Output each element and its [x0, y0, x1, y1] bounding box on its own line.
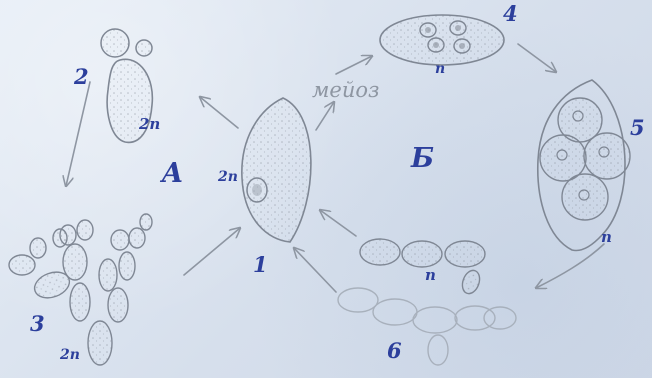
arrow-3-to-1	[184, 228, 240, 275]
arrow-6-to-1-lower	[294, 248, 336, 292]
arrow-2-to-3	[66, 82, 90, 186]
stage-3-ploidy-label: 2n	[60, 348, 80, 362]
stage-2-bud-small	[136, 40, 152, 56]
cycle-b-label: Б	[411, 145, 434, 172]
arrow-1-to-meiosis	[316, 102, 334, 130]
stage-6-number: 6	[387, 340, 402, 361]
stage-4-ascus-four-nuclei	[380, 15, 504, 65]
stage-5-number: 5	[630, 117, 645, 138]
stage-2-number: 2	[74, 66, 89, 87]
stage-5-ascus-spores	[538, 80, 630, 250]
arrow-meiosis-to-4	[336, 56, 372, 74]
stage-2-bud-large	[101, 29, 129, 57]
stage-5-ploidy-label: n	[601, 230, 612, 245]
stage-2-ploidy-label: 2n	[139, 117, 160, 132]
stage-6-ploidy-label: n	[425, 268, 436, 283]
stage-4-number: 4	[503, 3, 518, 24]
stage-1-number: 1	[253, 254, 268, 275]
arrow-1-to-2	[200, 97, 238, 128]
arrow-6-to-1-upper	[320, 210, 356, 236]
arrow-5-to-6	[536, 244, 604, 288]
arrow-4-to-5	[518, 44, 556, 72]
stage-4-ploidy-label: n	[435, 62, 445, 76]
stage-1-ploidy-label: 2n	[218, 170, 238, 184]
stage-1-diploid-cell	[242, 98, 311, 242]
stage-6-haploid-chains	[338, 239, 516, 365]
stage-3-diploid-colony	[9, 214, 152, 365]
stage-3-number: 3	[30, 313, 45, 334]
cycle-a-label: A	[162, 160, 183, 187]
meiosis-label: мейоз	[312, 80, 379, 101]
